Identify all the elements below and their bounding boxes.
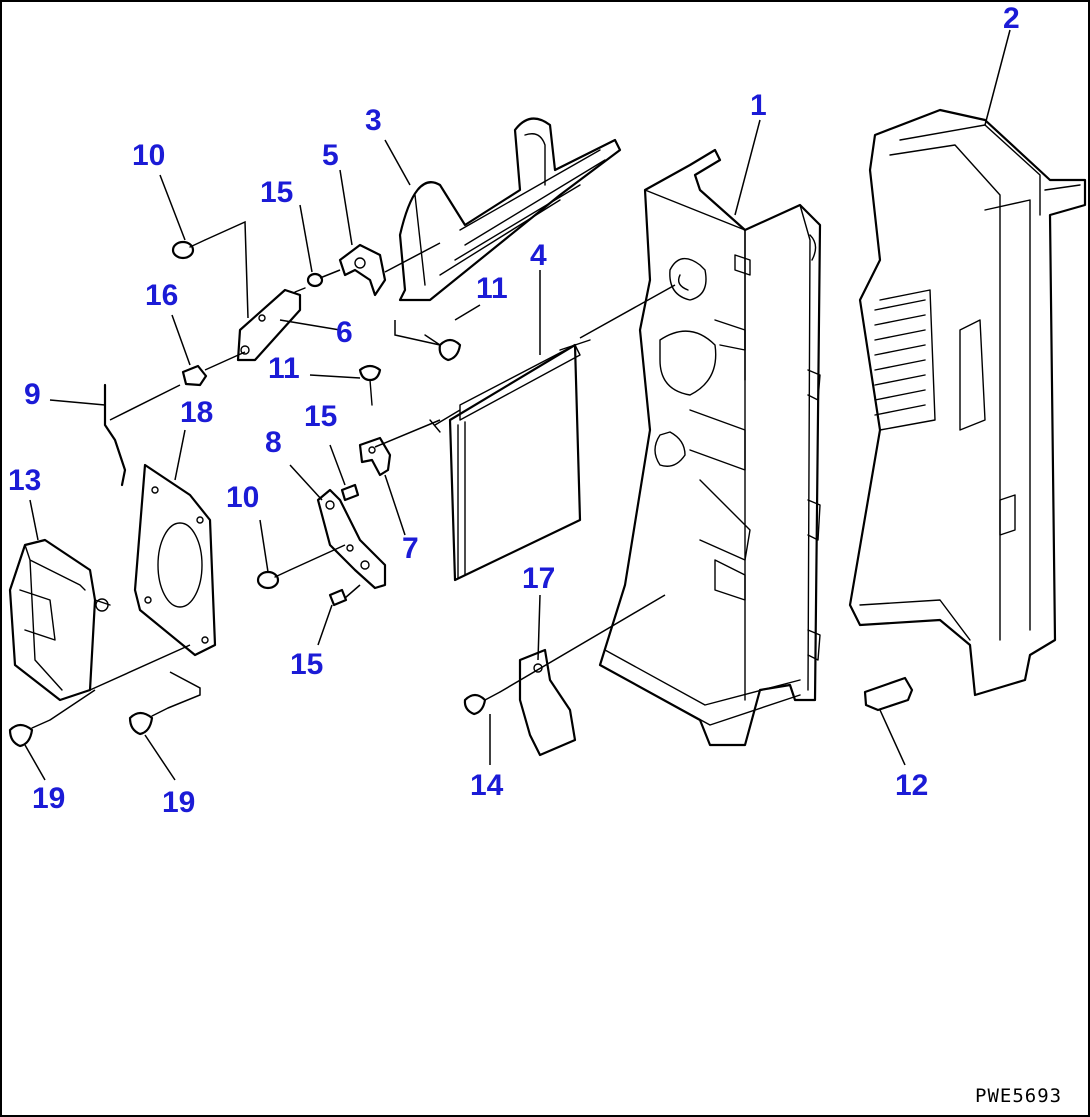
callout-labels: 1 2 3 4 5 6 7 8 9 10 10 11 11 12 13 14 1… [8,2,1020,819]
callout-18: 18 [180,396,213,429]
part-6-lever [236,287,306,362]
part-3-damper [398,117,622,302]
part-12-clip [863,676,914,712]
callout-12: 12 [895,769,928,802]
callout-13: 13 [8,464,41,497]
callout-17: 17 [522,562,555,595]
part-8-plate [316,488,387,590]
callout-15-upper: 15 [260,176,293,209]
part-9-rod [103,383,127,487]
callout-2: 2 [1003,2,1020,35]
callout-8: 8 [265,426,282,459]
callout-11-upper: 11 [268,352,300,385]
callout-16: 16 [145,279,178,312]
part-17-bracket [518,648,577,757]
callout-19-left: 19 [32,782,65,815]
callout-6: 6 [336,316,353,349]
callout-9: 9 [24,378,41,411]
callout-19-right: 19 [162,786,195,819]
callout-1: 1 [750,89,767,122]
drawing-number: PWE5693 [975,1085,1062,1107]
part-13-actuator [8,538,111,702]
callout-5: 5 [322,139,339,172]
part-4-heater-core [429,339,591,582]
part-5-bracket [338,243,387,297]
part-2-duct-housing [848,108,1087,697]
callout-4: 4 [530,239,547,272]
callout-15-middle: 15 [304,400,337,433]
part-18-gasket [133,463,217,657]
part-1-heater-case [598,148,822,747]
callout-3: 3 [365,104,382,137]
callout-10-lower: 10 [226,481,259,514]
part-7-link [358,436,392,477]
callout-14: 14 [470,769,504,802]
fasteners [8,239,501,748]
callout-11-middle: 11 [476,272,508,305]
callout-7: 7 [402,532,419,565]
callout-leaders [24,29,1011,781]
callout-10-upper: 10 [132,139,165,172]
assembly-lines [49,220,676,721]
callout-15-lower: 15 [290,648,323,681]
